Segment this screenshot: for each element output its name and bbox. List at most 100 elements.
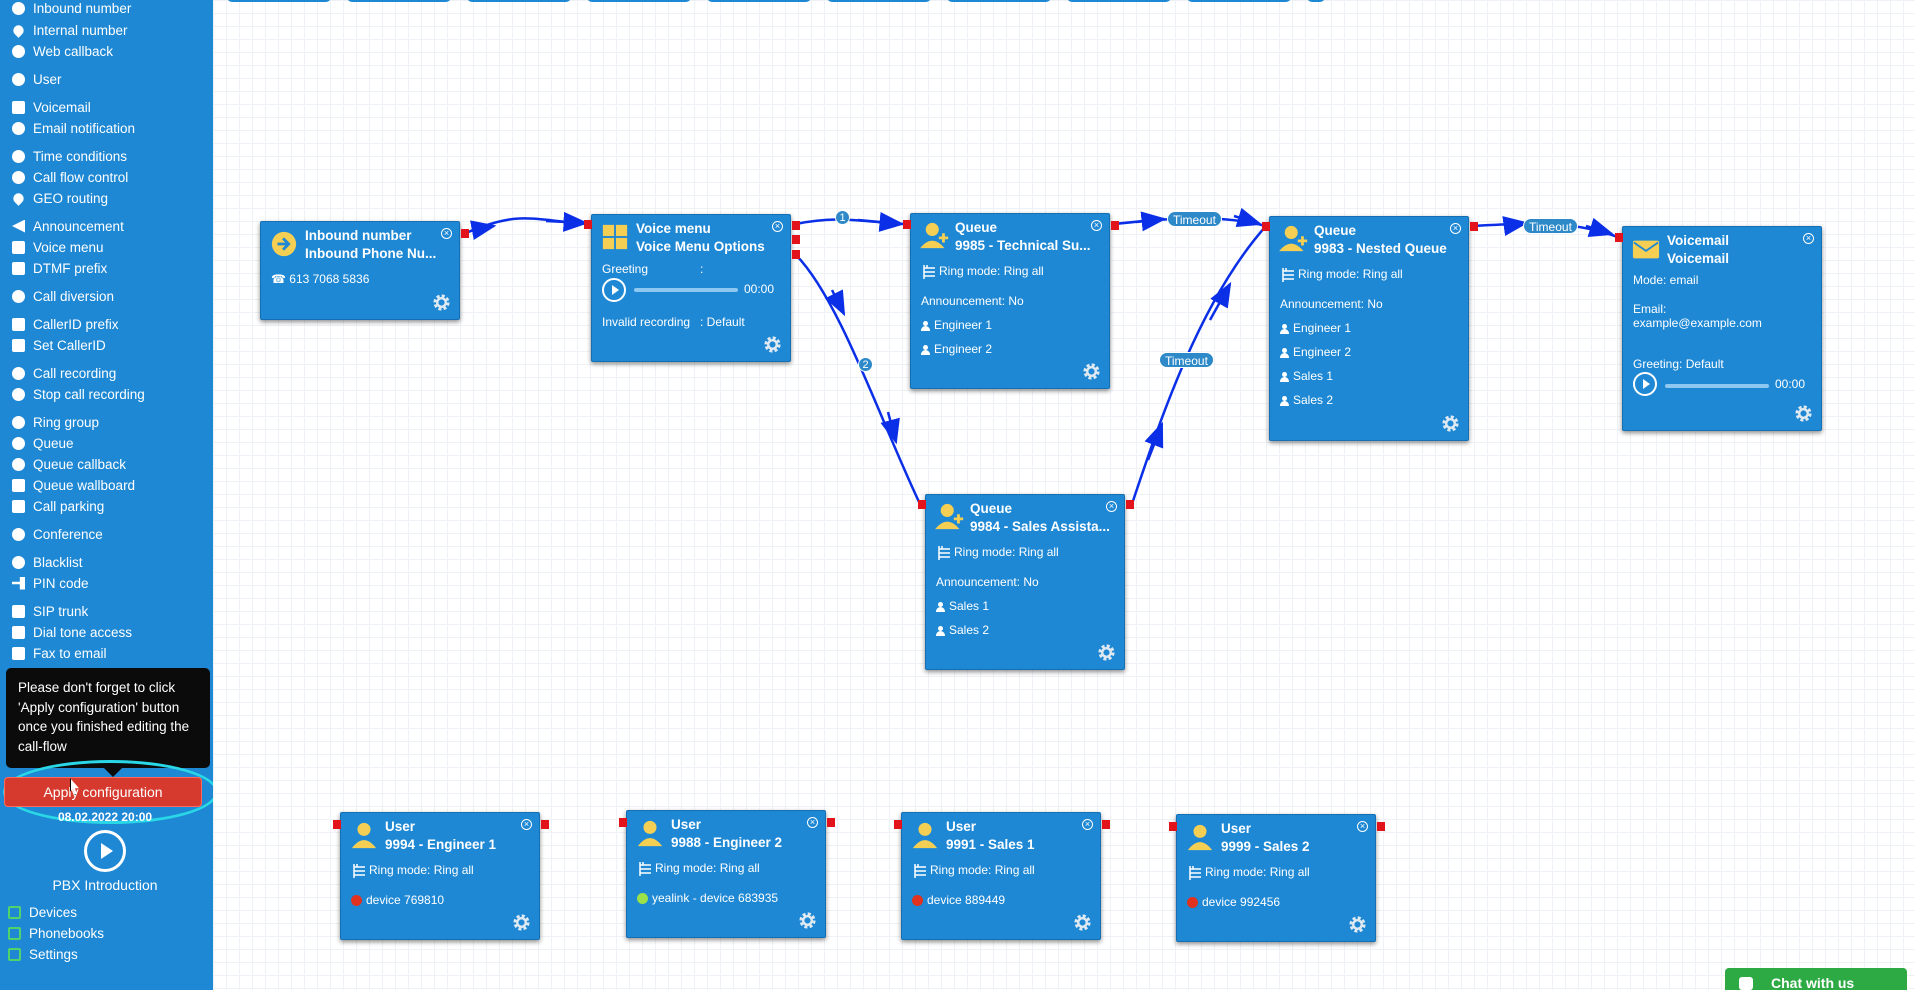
sidebar-item-dtmf-prefix[interactable]: DTMF prefix — [12, 258, 107, 278]
sidebar-item-call-parking[interactable]: Call parking — [12, 496, 104, 516]
sidebar-item-pin-code[interactable]: PIN code — [12, 573, 89, 593]
sidebar-item-internal-number[interactable]: Internal number — [11, 20, 128, 40]
close-icon[interactable]: × — [1450, 223, 1461, 234]
output-port[interactable] — [1126, 500, 1134, 509]
timeout-label: Timeout — [1523, 218, 1578, 234]
sidebar-item-user[interactable]: User — [12, 69, 62, 89]
sidebar-item-dial-tone-access[interactable]: Dial tone access — [12, 622, 132, 642]
sidebar-item-queue[interactable]: Queue — [12, 433, 74, 453]
queue-9985-node[interactable]: Queue 9985 - Technical Su... × Ring mode… — [910, 213, 1110, 389]
toolbar-button[interactable] — [227, 0, 331, 2]
gear-icon[interactable] — [1794, 404, 1813, 423]
input-port[interactable] — [584, 220, 592, 229]
close-icon[interactable]: × — [1803, 233, 1814, 244]
toolbar-button[interactable] — [587, 0, 691, 2]
gear-icon[interactable] — [1082, 362, 1101, 381]
toolbar-button[interactable] — [1187, 0, 1291, 2]
toolbar-button[interactable] — [1307, 0, 1325, 2]
play-button[interactable] — [1633, 372, 1657, 396]
output-port[interactable] — [792, 250, 800, 259]
input-port[interactable] — [619, 818, 627, 827]
gear-icon[interactable] — [512, 913, 531, 932]
user-9988-node[interactable]: User 9988 - Engineer 2 × Ring mode: Ring… — [626, 810, 826, 938]
input-port[interactable] — [894, 820, 902, 829]
sidebar-item-call-diversion[interactable]: Call diversion — [12, 286, 114, 306]
inbound-number-node[interactable]: Inbound number Inbound Phone Nu... × ☎ 6… — [260, 221, 460, 320]
sidebar-item-set-callerid[interactable]: Set CallerID — [12, 335, 106, 355]
toolbar-button[interactable] — [827, 0, 931, 2]
close-icon[interactable]: × — [1091, 220, 1102, 231]
output-port[interactable] — [827, 818, 835, 827]
close-icon[interactable]: × — [772, 221, 783, 232]
sidebar-item-stop-call-recording[interactable]: Stop call recording — [12, 384, 145, 404]
gear-icon[interactable] — [1348, 915, 1367, 934]
sidebar-item-announcement[interactable]: Announcement — [12, 216, 124, 236]
queue-9983-node[interactable]: Queue 9983 - Nested Queue × Ring mode: R… — [1269, 216, 1469, 441]
sidebar-item-conference[interactable]: Conference — [12, 524, 103, 544]
pbx-introduction-label[interactable]: PBX Introduction — [52, 877, 158, 893]
output-port[interactable] — [792, 235, 800, 244]
output-port[interactable] — [461, 229, 469, 238]
toolbar-button[interactable] — [707, 0, 811, 2]
sidebar-item-call-recording[interactable]: Call recording — [12, 363, 116, 383]
sidebar-item-fax-to-email[interactable]: Fax to email — [12, 643, 107, 663]
input-port[interactable] — [903, 220, 911, 229]
gear-icon[interactable] — [798, 911, 817, 930]
gear-icon[interactable] — [763, 335, 782, 354]
output-port[interactable] — [1102, 820, 1110, 829]
sidebar-item-email-notification[interactable]: Email notification — [12, 118, 135, 138]
play-button[interactable] — [602, 278, 626, 302]
gear-icon[interactable] — [432, 293, 451, 312]
sidebar-item-devices[interactable]: Devices — [8, 902, 77, 922]
sidebar-item-sip-trunk[interactable]: SIP trunk — [12, 601, 88, 621]
close-icon[interactable]: × — [807, 817, 818, 828]
close-icon[interactable]: × — [441, 228, 452, 239]
output-port[interactable] — [1470, 222, 1478, 231]
output-port[interactable] — [541, 820, 549, 829]
input-port[interactable] — [1169, 822, 1177, 831]
sidebar-item-callerid-prefix[interactable]: CallerID prefix — [12, 314, 119, 334]
sidebar-item-settings[interactable]: Settings — [8, 944, 78, 964]
chat-with-us-button[interactable]: Chat with us — [1725, 968, 1907, 990]
pbx-introduction-play-button[interactable] — [84, 830, 126, 872]
sidebar-item-time-conditions[interactable]: Time conditions — [12, 146, 127, 166]
voicemail-node[interactable]: Voicemail Voicemail × Mode: email Email:… — [1622, 226, 1822, 431]
input-port[interactable] — [333, 820, 341, 829]
sidebar-item-ring-group[interactable]: Ring group — [12, 412, 99, 432]
toolbar-button[interactable] — [467, 0, 571, 2]
user-9994-node[interactable]: User 9994 - Engineer 1 × Ring mode: Ring… — [340, 812, 540, 940]
sidebar-item-geo-routing[interactable]: GEO routing — [11, 188, 108, 208]
output-port[interactable] — [1377, 822, 1385, 831]
user-9991-node[interactable]: User 9991 - Sales 1 × Ring mode: Ring al… — [901, 812, 1101, 940]
sidebar-item-web-callback[interactable]: Web callback — [12, 41, 113, 61]
toolbar-button[interactable] — [347, 0, 451, 2]
sidebar-item-phonebooks[interactable]: Phonebooks — [8, 923, 104, 943]
queue-9984-node[interactable]: Queue 9984 - Sales Assista... × Ring mod… — [925, 494, 1125, 670]
gear-icon[interactable] — [1073, 913, 1092, 932]
input-port[interactable] — [1615, 233, 1623, 242]
sidebar-item-voicemail[interactable]: Voicemail — [12, 97, 91, 117]
sidebar-item-blacklist[interactable]: Blacklist — [12, 552, 83, 572]
close-icon[interactable]: × — [1082, 819, 1093, 830]
audio-progress-bar[interactable] — [1665, 384, 1769, 388]
close-icon[interactable]: × — [1106, 501, 1117, 512]
sidebar-item-queue-callback[interactable]: Queue callback — [12, 454, 126, 474]
apply-configuration-button[interactable]: Apply configuration — [4, 777, 202, 807]
gear-icon[interactable] — [1097, 643, 1116, 662]
sidebar-item-call-flow-control[interactable]: Call flow control — [12, 167, 128, 187]
sidebar-item-inbound-number[interactable]: Inbound number — [12, 0, 131, 18]
input-port[interactable] — [1262, 222, 1270, 231]
gear-icon[interactable] — [1441, 414, 1460, 433]
close-icon[interactable]: × — [1357, 821, 1368, 832]
input-port[interactable] — [918, 500, 926, 509]
output-port[interactable] — [1111, 221, 1119, 230]
close-icon[interactable]: × — [521, 819, 532, 830]
output-port[interactable] — [792, 221, 800, 230]
audio-progress-bar[interactable] — [634, 288, 738, 292]
voice-menu-node[interactable]: Voice menu Voice Menu Options × Greeting… — [591, 214, 791, 362]
user-9999-node[interactable]: User 9999 - Sales 2 × Ring mode: Ring al… — [1176, 814, 1376, 942]
toolbar-button[interactable] — [1067, 0, 1171, 2]
sidebar-item-queue-wallboard[interactable]: Queue wallboard — [12, 475, 135, 495]
sidebar-item-voice-menu[interactable]: Voice menu — [12, 237, 104, 257]
toolbar-button[interactable] — [947, 0, 1051, 2]
